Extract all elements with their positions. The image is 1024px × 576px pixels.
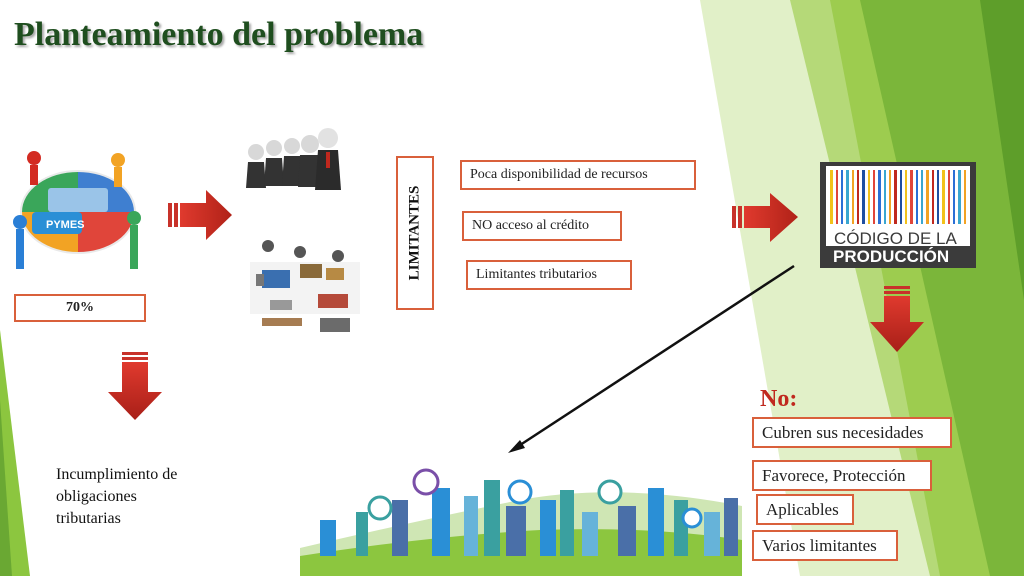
barcode-stripe [900,170,902,224]
barcode-stripe [852,170,854,224]
barcode-stripe [884,170,886,224]
barcode-stripe [862,170,865,224]
diagonal-arrow [508,264,795,453]
no-item: Varios limitantes [752,530,898,561]
codigo-produccion-logo [820,162,976,268]
barcode-stripe [894,170,897,224]
slide-title: Planteamiento del problema [14,16,424,53]
limitantes-label: LIMITANTES [406,185,423,281]
no-item: Aplicables [756,494,854,525]
logo-line2: PRODUCCIÓN [833,247,949,266]
consequence-line: Incumplimiento de [56,466,178,483]
barcode-stripe [910,170,913,224]
barcode-stripe [830,170,833,224]
consequence-line: tributarias [56,510,121,527]
arrow-down-1 [108,352,162,420]
barcode-stripe [942,170,945,224]
no-item: Cubren sus necesidades [752,417,952,448]
barcode-stripe [841,170,843,224]
arrow-down-2 [870,286,924,352]
consequence-line: obligaciones [56,488,137,505]
pymes-puzzle-illustration [13,151,141,269]
barcode-stripe [964,170,966,224]
barcode-stripe [846,170,849,224]
barcode-stripe [958,170,961,224]
barcode-stripe [905,170,907,224]
barcode-stripe [953,170,955,224]
pymes-label: PYMES [46,219,85,231]
barcode-stripe [937,170,939,224]
barcode-stripe [873,170,875,224]
city-skyline-illustration [300,468,742,576]
barcode-stripe [836,170,838,224]
barcode-stripe [916,170,918,224]
consequence-text: Incumplimiento de obligaciones tributari… [56,464,177,530]
barcode-stripe [948,170,950,224]
barcode-stripe [921,170,923,224]
no-item: Favorece, Protección [752,460,932,491]
businessmen-illustration [246,128,341,190]
limitante-item: NO acceso al crédito [462,211,622,241]
barcode-stripe [889,170,891,224]
limitante-item: Poca disponibilidad de recursos [460,160,696,190]
logo-line1: CÓDIGO DE LA [834,229,957,248]
arrow-right-2 [732,193,798,242]
logistics-illustration [250,240,360,332]
no-heading: No: [760,386,798,412]
limitante-item: Limitantes tributarios [466,260,632,290]
arrow-right-1 [168,190,232,240]
barcode-stripe [932,170,934,224]
barcode-stripe [878,170,881,224]
barcode-stripe [926,170,929,224]
barcode-stripe [868,170,870,224]
limitantes-box: LIMITANTES [396,156,434,310]
barcode-stripe [857,170,859,224]
percent-box: 70% [14,294,146,322]
